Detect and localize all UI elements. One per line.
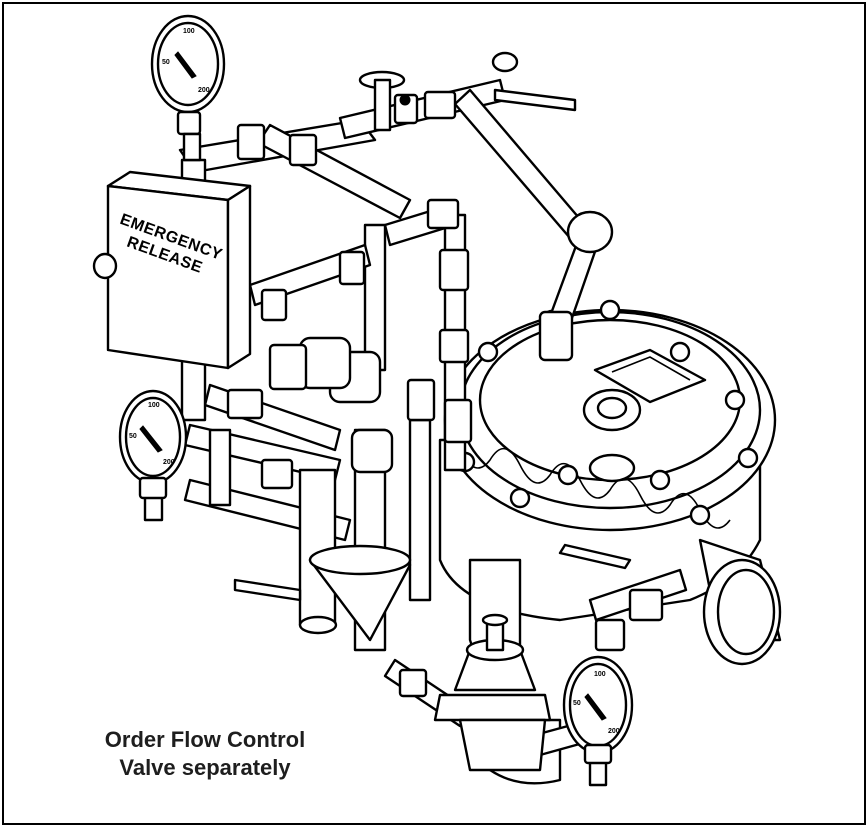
gauge-top-left <box>150 14 226 162</box>
gauge-mid-mark-c: 200 <box>163 459 175 466</box>
gauge-br-mark-c: 200 <box>608 728 620 735</box>
order-note: Order Flow Control Valve separately <box>60 726 350 782</box>
gauge-top-mark-b: 50 <box>162 59 170 66</box>
gauge-top-mark-c: 200 <box>198 87 210 94</box>
emergency-release-box <box>92 170 252 370</box>
gauge-mid-left <box>118 389 188 522</box>
gauge-top-mark-a: 100 <box>183 28 195 35</box>
gauge-br-mark-a: 100 <box>594 671 606 678</box>
pipe-fittings <box>176 90 664 698</box>
order-note-line2: Valve separately <box>119 755 291 780</box>
gauge-br-mark-b: 50 <box>573 700 581 707</box>
valve-cover <box>443 299 777 532</box>
order-note-line1: Order Flow Control <box>104 727 306 752</box>
pressure-reducing-valve <box>433 613 552 772</box>
gauge-mid-mark-a: 100 <box>148 402 160 409</box>
gauge-mid-mark-b: 50 <box>129 433 137 440</box>
gauge-bottom-right <box>562 655 634 787</box>
